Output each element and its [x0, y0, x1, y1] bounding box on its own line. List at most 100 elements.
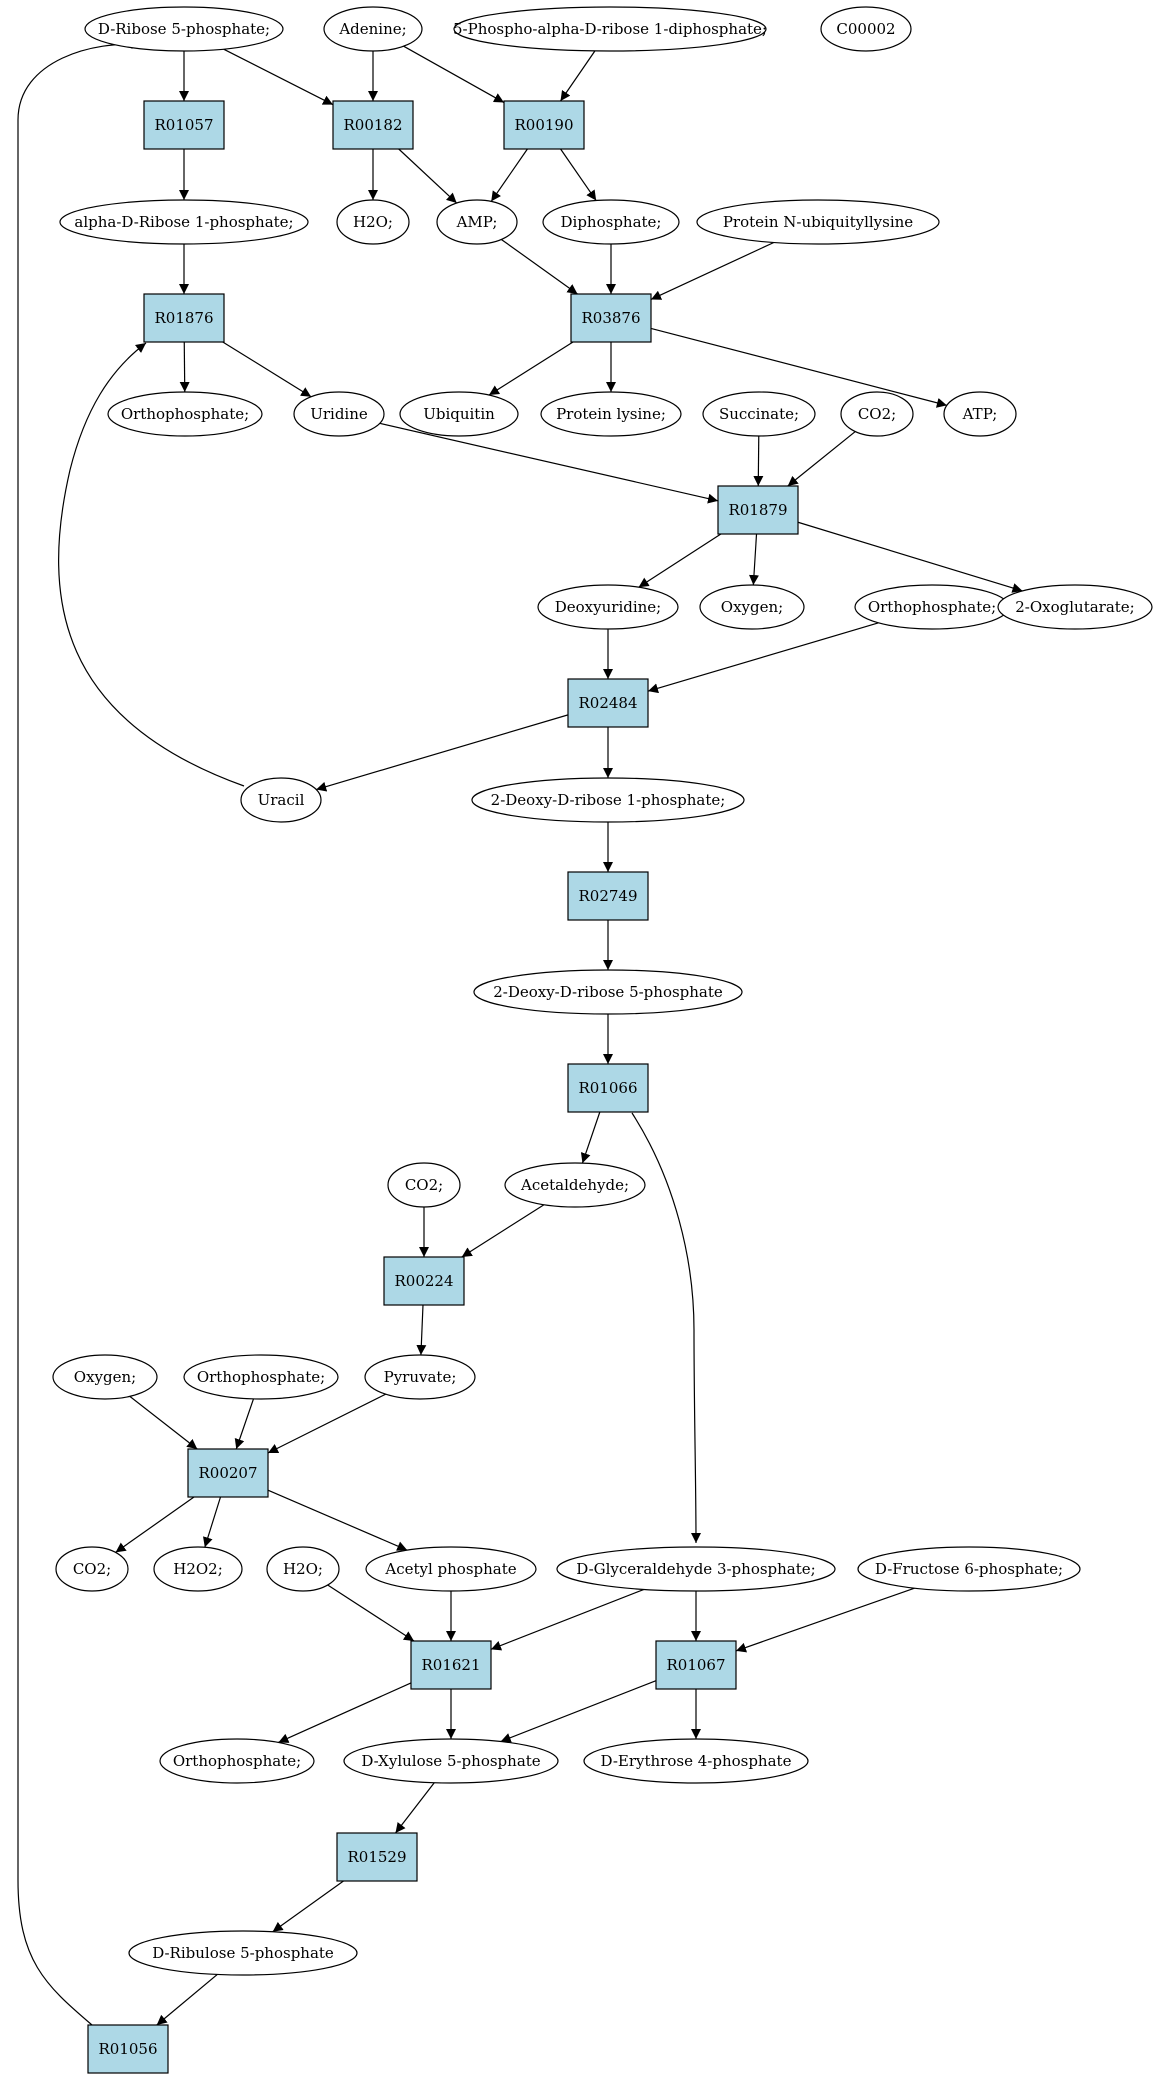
compound-ellipse: [840, 391, 914, 437]
compound-node-c_pi_3[interactable]: Orthophosphate;: [183, 1354, 339, 1400]
compound-node-c_ar1p[interactable]: alpha-D-Ribose 1-phosphate;: [59, 199, 309, 245]
compound-node-c_atp[interactable]: ATP;: [943, 391, 1017, 437]
compound-ellipse: [504, 1162, 646, 1208]
compound-node-c_dr1p[interactable]: 2-Deoxy-D-ribose 1-phosphate;: [471, 777, 745, 823]
compound-ellipse: [59, 199, 309, 245]
reaction-node-r00224[interactable]: R00224: [383, 1256, 465, 1306]
reaction-box: [655, 1640, 737, 1690]
reaction-node-r02484[interactable]: R02484: [567, 678, 649, 728]
edge-r01876-to-c_pi_1: [179, 341, 190, 393]
reaction-node-r01621[interactable]: R01621: [410, 1640, 492, 1690]
edge-c_oxygen_2-to-r00207: [129, 1395, 198, 1450]
compound-node-c_acetaldehyde[interactable]: Acetaldehyde;: [504, 1162, 646, 1208]
reaction-box: [410, 1640, 492, 1690]
node-label: Adenine;: [338, 20, 406, 38]
node-label: Oxygen;: [74, 1368, 136, 1386]
reaction-node-r01876[interactable]: R01876: [143, 293, 225, 343]
edge-c_co2_1-to-r01879: [787, 431, 856, 487]
compound-node-c_uridine[interactable]: Uridine: [293, 391, 385, 437]
compound-ellipse: [540, 391, 682, 437]
compound-node-c_pyruvate[interactable]: Pyruvate;: [364, 1354, 476, 1400]
compound-node-c_g3p[interactable]: D-Glyceraldehyde 3-phosphate;: [556, 1546, 836, 1592]
compound-node-c_pi_2[interactable]: Orthophosphate;: [854, 584, 1010, 630]
compound-node-c_protlys[interactable]: Protein lysine;: [540, 391, 682, 437]
compound-node-c_amp[interactable]: AMP;: [436, 199, 518, 245]
compound-node-c_deoxyuridine[interactable]: Deoxyuridine;: [537, 584, 679, 630]
compound-node-c_uracil[interactable]: Uracil: [240, 777, 322, 823]
compound-node-c_oxygen_2[interactable]: Oxygen;: [52, 1354, 158, 1400]
compound-node-c_e4p[interactable]: D-Erythrose 4-phosphate: [583, 1738, 809, 1784]
edge-r00224-to-c_pyruvate: [416, 1304, 427, 1356]
node-label: Orthophosphate;: [197, 1368, 325, 1386]
compound-node-c_oxygen_1[interactable]: Oxygen;: [699, 584, 805, 630]
edge-r00207-to-c_h2o2: [203, 1496, 222, 1548]
reaction-node-r01056[interactable]: R01056: [87, 2024, 169, 2074]
compound-ellipse: [107, 391, 263, 437]
compound-node-c_xu5p[interactable]: D-Xylulose 5-phosphate: [343, 1738, 559, 1784]
compound-node-c_ubiquitin[interactable]: Ubiquitin: [399, 391, 519, 437]
compound-ellipse: [473, 969, 743, 1015]
reaction-node-r01067[interactable]: R01067: [655, 1640, 737, 1690]
reaction-node-r01529[interactable]: R01529: [336, 1832, 418, 1882]
compound-ellipse: [943, 391, 1017, 437]
reaction-box: [570, 293, 652, 343]
edge-c_xu5p-to-r01529: [395, 1782, 435, 1834]
compound-node-c_h2o_1[interactable]: H2O;: [336, 199, 410, 245]
reaction-node-r01066[interactable]: R01066: [567, 1063, 649, 1113]
compound-node-c_h2o_2[interactable]: H2O;: [266, 1546, 340, 1592]
compound-node-c_co2_1[interactable]: CO2;: [840, 391, 914, 437]
node-label: R00182: [343, 116, 402, 134]
compound-node-c_co2_2[interactable]: CO2;: [387, 1162, 461, 1208]
compound-node-c_adenine[interactable]: Adenine;: [323, 6, 423, 52]
reaction-node-r00207[interactable]: R00207: [187, 1448, 269, 1498]
reaction-box: [87, 2024, 169, 2074]
compound-node-c_pi_4[interactable]: Orthophosphate;: [159, 1738, 315, 1784]
reaction-box: [383, 1256, 465, 1306]
reaction-box: [143, 100, 225, 150]
node-label: Acetyl phosphate: [384, 1560, 516, 1578]
node-label: Orthophosphate;: [121, 405, 249, 423]
edge-r01876-to-c_uridine: [222, 341, 312, 398]
compound-node-c_succinate[interactable]: Succinate;: [702, 391, 816, 437]
compound-node-c_dr5p[interactable]: 2-Deoxy-D-ribose 5-phosphate: [473, 969, 743, 1015]
edge-r02484-to-c_uracil: [316, 714, 569, 792]
compound-node-c_co2_3[interactable]: CO2;: [55, 1546, 129, 1592]
node-label: ATP;: [962, 405, 998, 423]
compound-node-c_c00002[interactable]: C00002: [820, 6, 912, 52]
edge-r01879-to-c_deoxyuridine: [638, 533, 722, 588]
edge-r01621-to-c_pi_4: [278, 1682, 412, 1743]
compound-ellipse: [266, 1546, 340, 1592]
compound-node-c_2og[interactable]: 2-Oxoglutarate;: [997, 584, 1153, 630]
edge-c_uridine-to-r01879: [379, 422, 719, 504]
node-label: R02749: [578, 887, 637, 905]
edge-r00190-to-c_amp: [490, 148, 528, 202]
reaction-box: [187, 1448, 269, 1498]
compound-ellipse: [453, 6, 767, 52]
node-label: Pyruvate;: [384, 1368, 457, 1386]
node-label: D-Xylulose 5-phosphate: [361, 1752, 540, 1770]
edge-r01879-to-c_oxygen_1: [748, 533, 759, 586]
reaction-node-r00190[interactable]: R00190: [503, 100, 585, 150]
node-label: CO2;: [405, 1176, 443, 1194]
compound-node-c_pi_1[interactable]: Orthophosphate;: [107, 391, 263, 437]
reaction-node-r02749[interactable]: R02749: [567, 871, 649, 921]
node-label: D-Glyceraldehyde 3-phosphate;: [576, 1560, 815, 1578]
edge-c_amp-to-r03876: [501, 238, 578, 295]
reaction-node-r00182[interactable]: R00182: [332, 100, 414, 150]
compound-node-c_ru5p[interactable]: D-Ribulose 5-phosphate: [128, 1930, 358, 1976]
compound-node-c_protub[interactable]: Protein N-ubiquityllysine: [696, 199, 940, 245]
reaction-node-r03876[interactable]: R03876: [570, 293, 652, 343]
compound-node-c_f6p[interactable]: D-Fructose 6-phosphate;: [857, 1546, 1081, 1592]
node-label: H2O;: [353, 213, 393, 231]
edge-c_protub-to-r03876: [650, 241, 775, 300]
edge-c_succinate-to-r01879: [753, 435, 764, 487]
reaction-node-r01057[interactable]: R01057: [143, 100, 225, 150]
compound-node-c_ppi[interactable]: Diphosphate;: [542, 199, 680, 245]
compound-node-c_acetylp[interactable]: Acetyl phosphate: [365, 1546, 537, 1592]
node-label: Succinate;: [719, 405, 799, 423]
compound-node-c_h2o2[interactable]: H2O2;: [153, 1546, 243, 1592]
node-label: R01621: [421, 1656, 480, 1674]
compound-node-c_r5p[interactable]: D-Ribose 5-phosphate;: [84, 6, 284, 52]
compound-node-c_prpp[interactable]: 5-Phospho-alpha-D-ribose 1-diphosphate;: [453, 6, 767, 52]
reaction-node-r01879[interactable]: R01879: [717, 485, 799, 535]
